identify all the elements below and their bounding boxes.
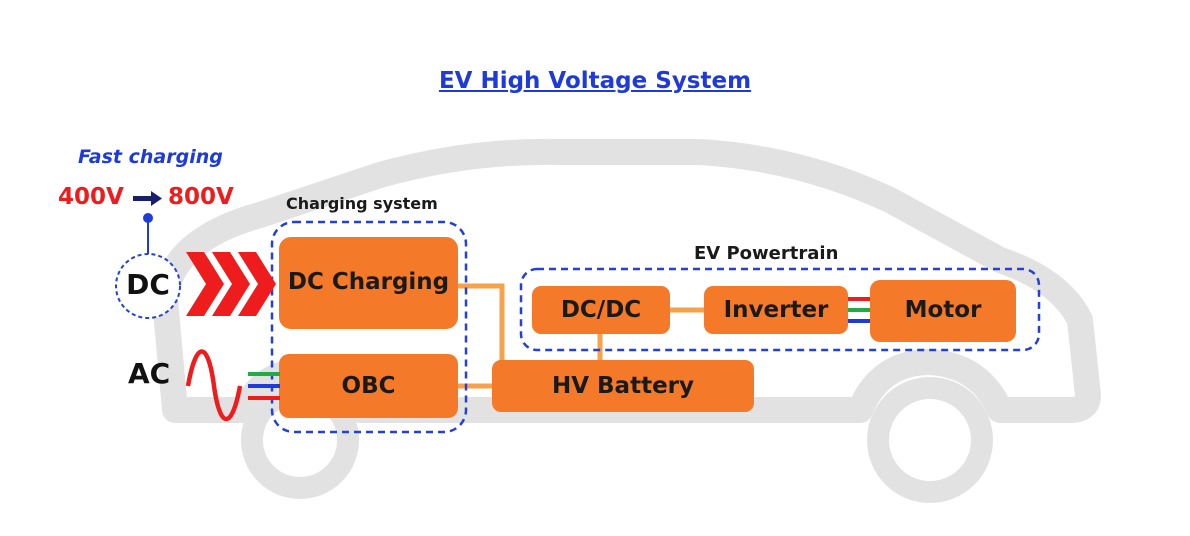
inverter-label: Inverter (723, 297, 829, 323)
ev-powertrain-label: EV Powertrain (694, 243, 839, 264)
inverter-block (704, 286, 848, 334)
dc-charging-block (279, 237, 458, 329)
from-voltage: 400V (58, 184, 124, 210)
rear-wheel (867, 377, 993, 503)
dcdc-block (532, 286, 670, 334)
fast-charging-label: Fast charging (78, 146, 223, 168)
dc-pin-dot (143, 213, 153, 223)
hv-battery-block (492, 360, 754, 412)
ac-phase-lines (248, 372, 280, 400)
motor-block (870, 280, 1016, 342)
charging-system-group (270, 220, 468, 434)
dc-charging-label: DC Charging (287, 269, 450, 295)
to-voltage: 800V (168, 184, 234, 210)
voltage-arrow-icon (133, 191, 162, 206)
ev-powertrain-group (519, 267, 1041, 352)
dc-chevrons-icon (186, 252, 276, 316)
motor-label: Motor (904, 297, 982, 323)
hv-battery-label: HV Battery (551, 373, 695, 399)
dcdc-label: DC/DC (560, 297, 642, 323)
page-title: EV High Voltage System (438, 68, 752, 94)
ac-sine-icon (185, 349, 243, 421)
charging-system-label: Charging system (286, 194, 438, 213)
obc-block (279, 354, 458, 418)
dc-label: DC (126, 268, 170, 301)
ac-label: AC (128, 357, 171, 390)
three-phase-link (848, 297, 870, 323)
blocks (279, 237, 1016, 418)
connections (458, 283, 704, 389)
link-dc-charging-battery (458, 283, 505, 362)
obc-label: OBC (341, 373, 396, 399)
